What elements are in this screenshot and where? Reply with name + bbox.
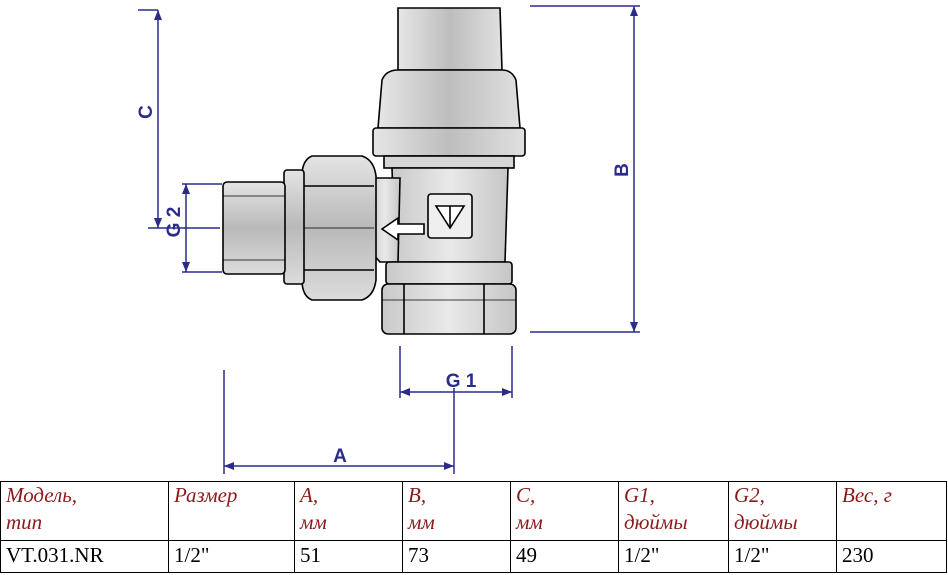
cell-c: 49 bbox=[510, 540, 619, 573]
cell-g2: 1/2" bbox=[728, 540, 837, 573]
valve-bottom-nut bbox=[381, 283, 517, 335]
header-model: Модель,тип bbox=[0, 481, 169, 541]
dimension-label-b: B bbox=[612, 163, 633, 177]
valve-cap bbox=[397, 7, 503, 71]
table-header-row: Модель,тип Размер A,мм B,мм C,мм G1,дюйм… bbox=[0, 481, 947, 541]
threaded-tail bbox=[222, 181, 286, 275]
cell-model: VT.031.NR bbox=[0, 540, 169, 573]
valve-ring bbox=[372, 127, 526, 157]
header-weight: Вес, г bbox=[836, 481, 947, 541]
header-g2: G2,дюймы bbox=[728, 481, 837, 541]
cell-weight: 230 bbox=[836, 540, 947, 573]
specification-table: Модель,тип Размер A,мм B,мм C,мм G1,дюйм… bbox=[0, 481, 947, 573]
coupling-collar bbox=[283, 169, 305, 285]
cell-b: 73 bbox=[402, 540, 511, 573]
valve-body bbox=[369, 7, 526, 335]
header-g1: G1,дюймы bbox=[618, 481, 729, 541]
table-row: VT.031.NR 1/2" 51 73 49 1/2" 1/2" 230 bbox=[0, 540, 947, 573]
cell-size: 1/2" bbox=[168, 540, 295, 573]
dimension-label-g2: G 2 bbox=[164, 207, 185, 238]
header-a: A,мм bbox=[294, 481, 403, 541]
side-coupling bbox=[222, 155, 377, 301]
valve-head bbox=[377, 69, 521, 129]
cell-g1: 1/2" bbox=[618, 540, 729, 573]
dimension-label-g1: G 1 bbox=[446, 371, 477, 392]
dimension-label-a: A bbox=[333, 446, 347, 467]
header-size: Размер bbox=[168, 481, 295, 541]
header-b: B,мм bbox=[402, 481, 511, 541]
flow-arrow-icon bbox=[380, 216, 425, 242]
dimension-label-c: C bbox=[136, 105, 157, 119]
valve-neck bbox=[383, 155, 515, 169]
cell-a: 51 bbox=[294, 540, 403, 573]
valve-technical-drawing: C G 2 B G 1 A bbox=[136, 5, 640, 474]
valve-bottom-collar bbox=[385, 261, 513, 285]
dimension-lines bbox=[138, 5, 640, 474]
header-c: C,мм bbox=[510, 481, 619, 541]
dimension-arrows bbox=[154, 6, 638, 470]
